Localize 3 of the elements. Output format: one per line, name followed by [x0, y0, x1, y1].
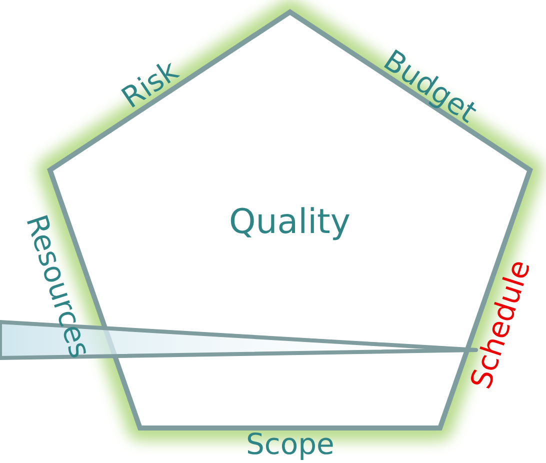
side-label: Scope: [246, 430, 334, 458]
side-label: Risk: [117, 55, 184, 113]
center-label: Quality: [229, 205, 350, 239]
